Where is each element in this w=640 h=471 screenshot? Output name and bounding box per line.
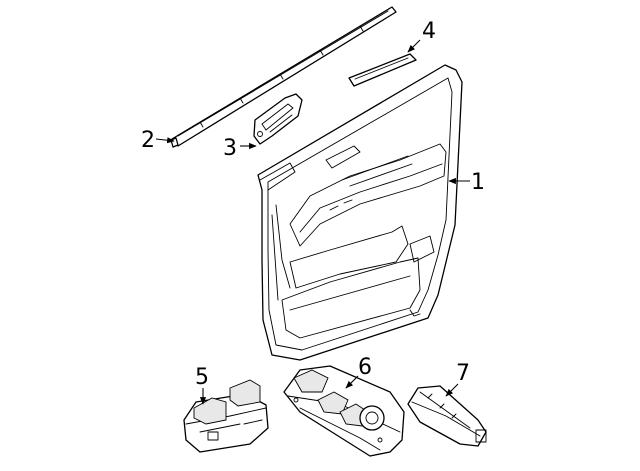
- callout-labels: 1 2 3 4 5 6 7: [141, 19, 485, 390]
- window-switch-single: [183, 379, 269, 453]
- leader-lines: [155, 39, 470, 405]
- leader-6: [345, 375, 359, 389]
- switch-bezel: [407, 385, 487, 447]
- callout-2: 2: [141, 128, 155, 153]
- door-trim-panel: [257, 64, 463, 361]
- trim-strip: [348, 53, 417, 87]
- callout-3: 3: [223, 136, 237, 161]
- leader-7: [445, 383, 459, 397]
- leader-4: [407, 39, 421, 53]
- callout-7: 7: [456, 361, 470, 386]
- callout-5: 5: [195, 365, 209, 390]
- callout-4: 4: [422, 19, 436, 44]
- callout-6: 6: [358, 355, 372, 380]
- inside-handle: [253, 93, 303, 145]
- master-window-switch: [283, 365, 405, 457]
- callout-1: 1: [471, 170, 485, 195]
- leader-2: [155, 137, 175, 144]
